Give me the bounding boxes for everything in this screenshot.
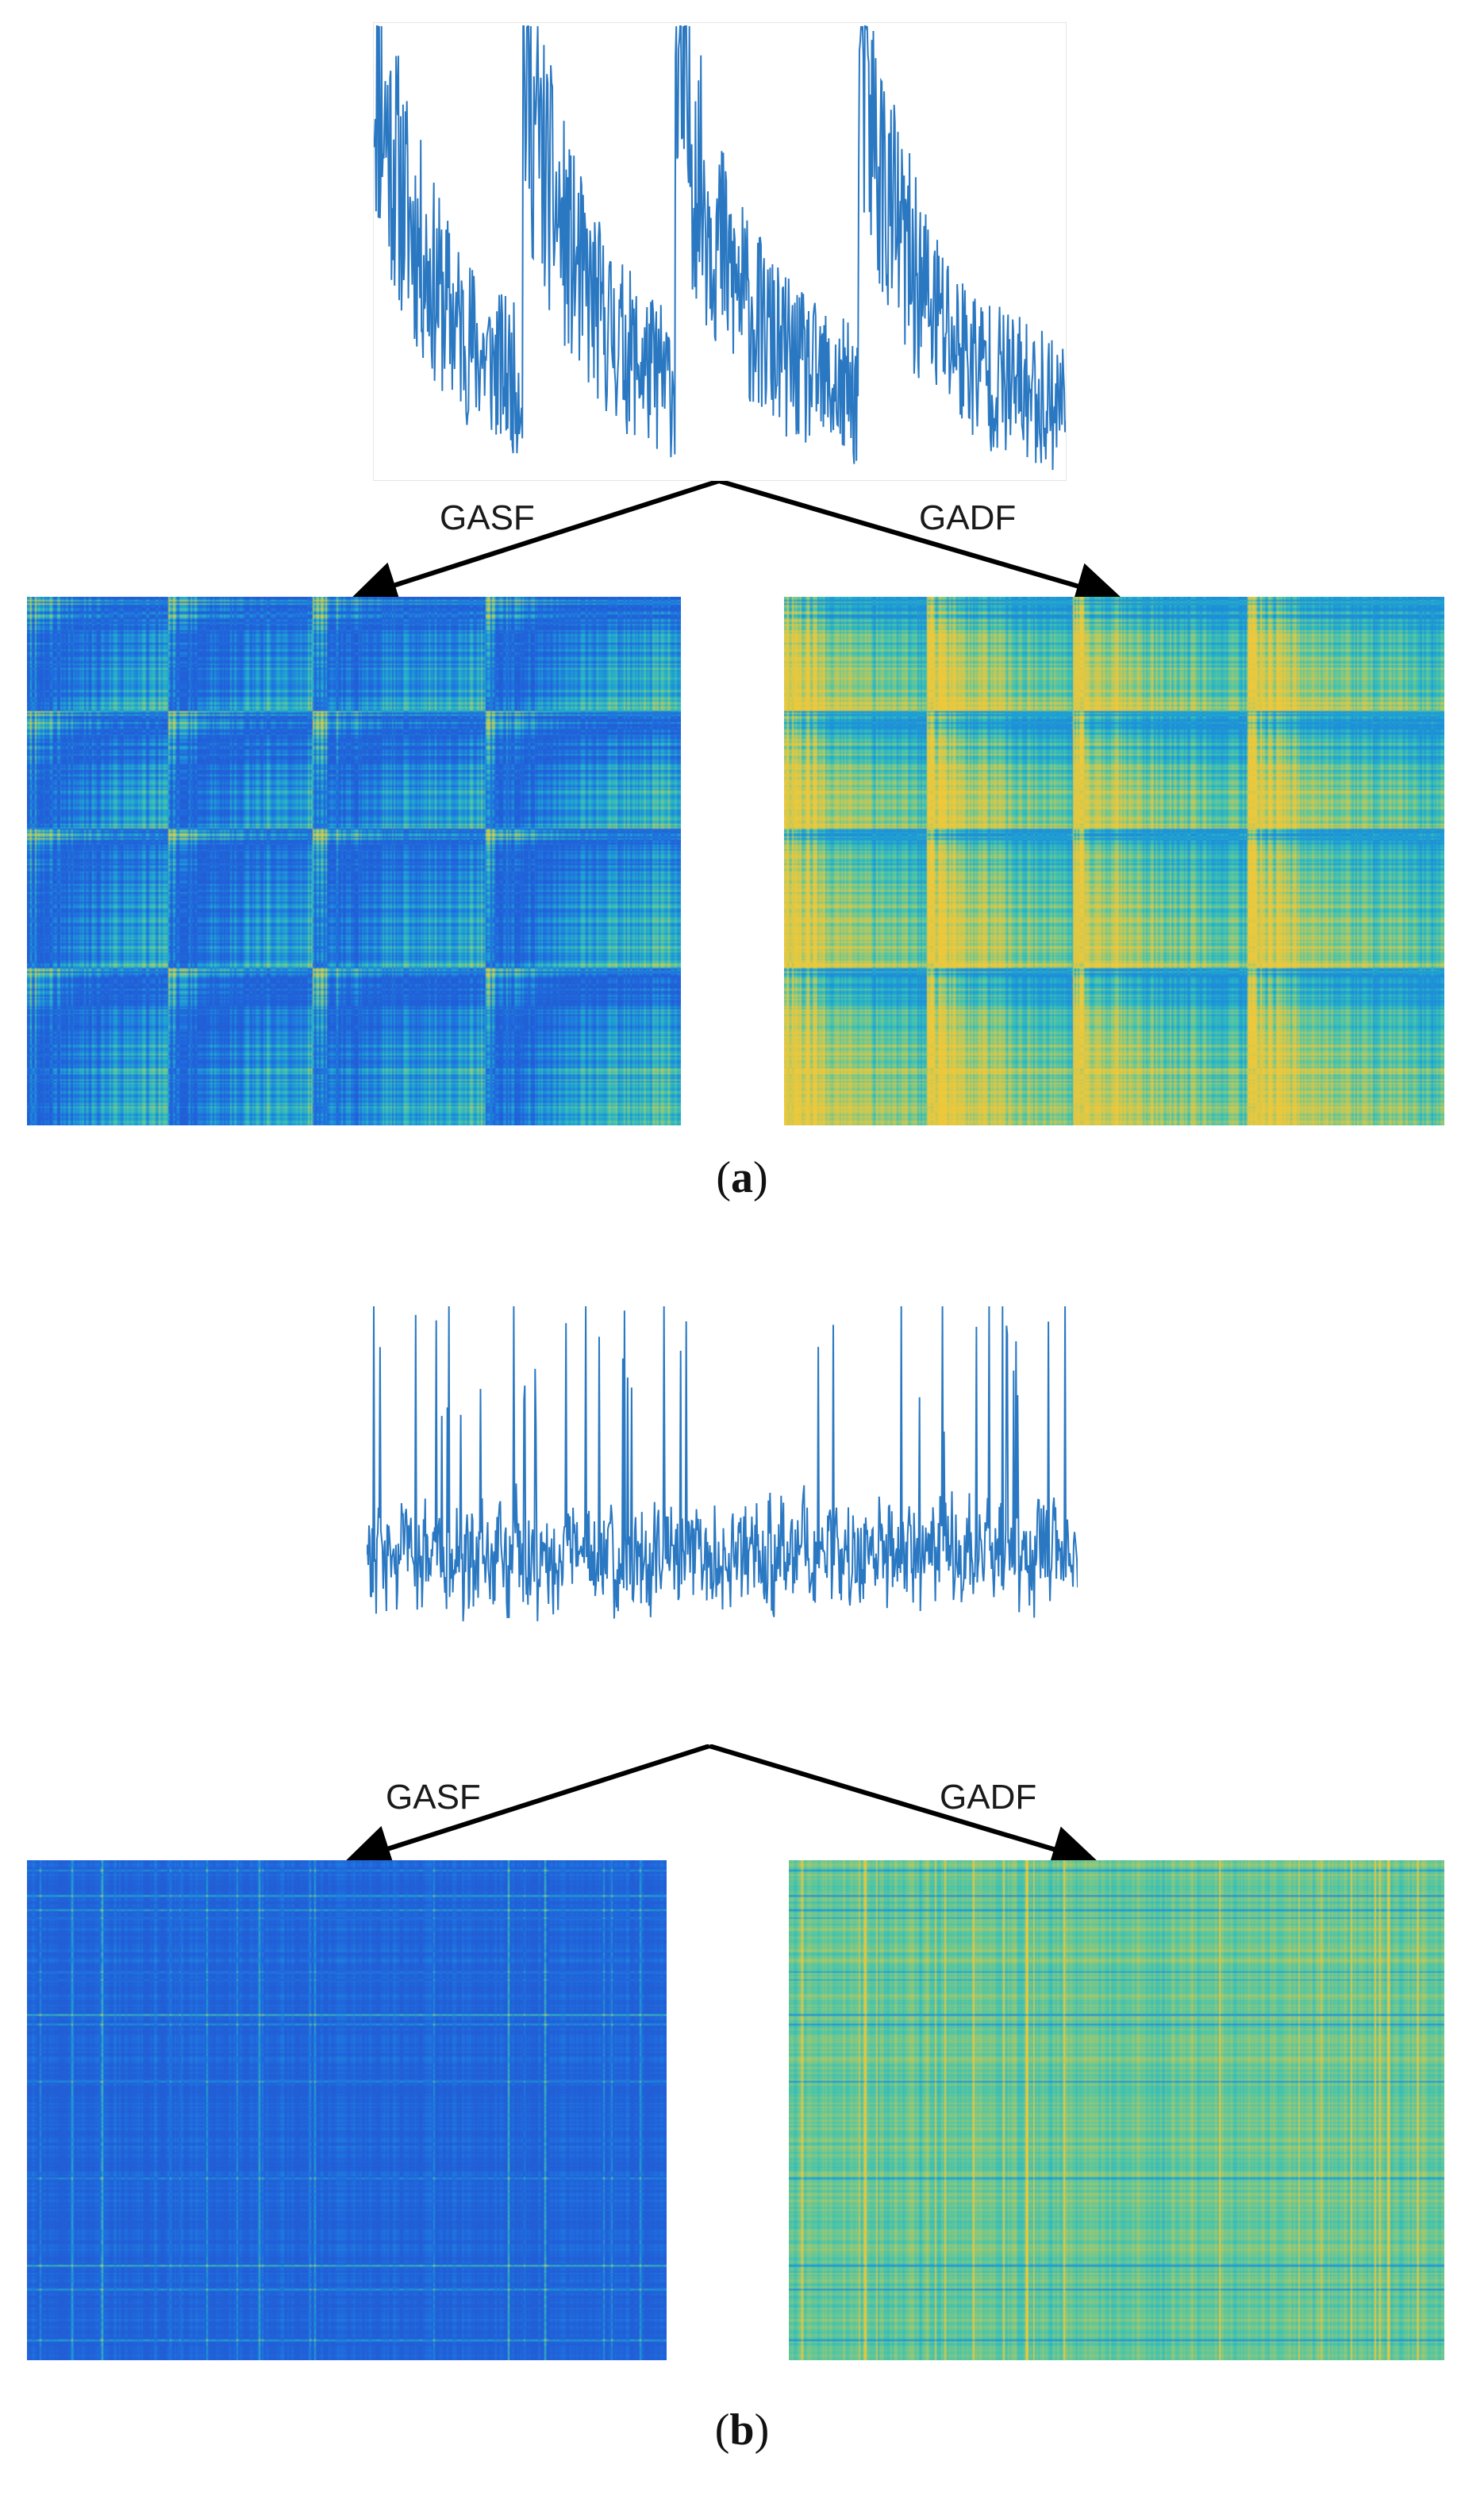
gadf-heatmap-a [784, 597, 1444, 1125]
arrow-to-gadf-a [718, 479, 1124, 609]
gasf-matrix-b [27, 1860, 667, 2360]
time-series-plot-a [373, 22, 1067, 481]
caption-letter-b: b [729, 2405, 755, 2455]
gasf-matrix-a [27, 597, 681, 1125]
time-series-line-a [374, 25, 1066, 471]
gadf-heatmap-b [789, 1860, 1444, 2360]
gasf-label-a: GASF [440, 498, 535, 537]
arrow-to-gadf-b [709, 1744, 1100, 1872]
caption-b: (b) [714, 2405, 770, 2455]
panel-b: GASF GADF (b) [0, 1256, 1484, 2511]
gadf-matrix-a [784, 597, 1444, 1125]
gadf-label-b: GADF [940, 1778, 1037, 1817]
time-series-line-b [367, 1305, 1078, 1621]
gasf-label-b: GASF [386, 1778, 481, 1817]
caption-letter-a: a [731, 1153, 753, 1202]
time-series-plot-b [367, 1303, 1078, 1744]
gasf-heatmap-a [27, 597, 681, 1125]
caption-a: (a) [716, 1153, 768, 1202]
arrow-to-gasf-b [343, 1744, 710, 1871]
arrow-to-gasf-a [349, 479, 720, 608]
gadf-label-a: GADF [919, 498, 1017, 537]
branch-arrows-b [343, 1744, 1100, 1872]
gadf-matrix-b [789, 1860, 1444, 2360]
gasf-heatmap-b [27, 1860, 667, 2360]
branch-arrows-a [349, 479, 1124, 609]
panel-a: GASF GADF (a) [27, 22, 1444, 1202]
